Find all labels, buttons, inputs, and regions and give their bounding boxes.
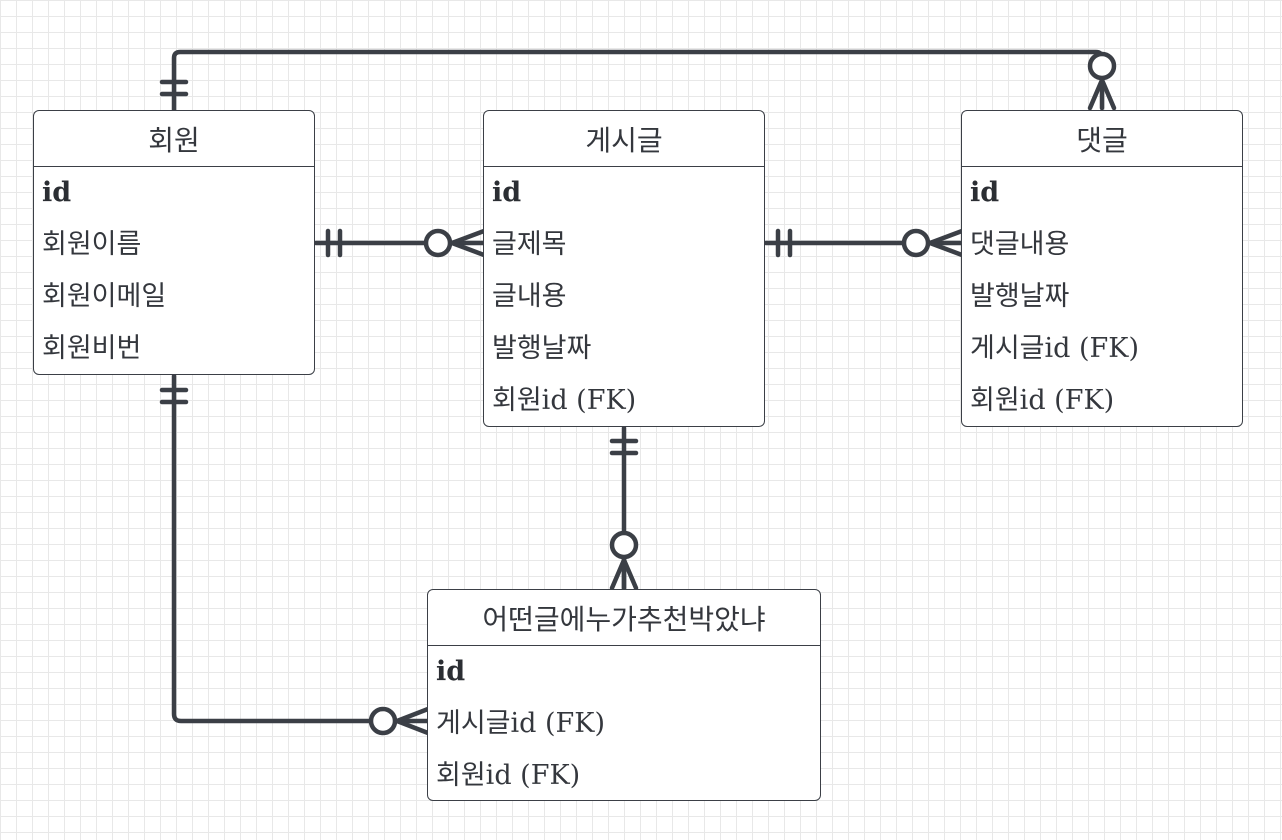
foreign-key-field: 회원id (FK) xyxy=(436,760,581,791)
relationship-member-post[interactable] xyxy=(313,228,487,258)
foreign-key-field: 회원id (FK) xyxy=(970,385,1115,416)
entity-member[interactable]: 회원 id 회원이름 회원이메일 회원비번 xyxy=(33,110,315,375)
attribute-field: 글제목 xyxy=(492,229,567,260)
primary-key-field: id xyxy=(42,177,72,208)
foreign-key-field: 회원id (FK) xyxy=(492,385,637,416)
relationship-member-comment[interactable] xyxy=(159,49,1117,113)
attribute-field: 발행날짜 xyxy=(970,281,1070,312)
entity-title: 회원 xyxy=(34,111,314,167)
entity-comment[interactable]: 댓글 id 댓글내용 발행날짜 게시글id (FK) 회원id (FK) xyxy=(961,110,1243,427)
entity-post[interactable]: 게시글 id 글제목 글내용 발행날짜 회원id (FK) xyxy=(483,110,765,427)
attribute-field: 회원이름 xyxy=(42,229,142,260)
attribute-field: 댓글내용 xyxy=(970,229,1070,260)
entity-fields: id 댓글내용 발행날짜 게시글id (FK) 회원id (FK) xyxy=(962,167,1242,427)
entity-like[interactable]: 어떤글에누가추천박았냐 id 게시글id (FK) 회원id (FK) xyxy=(427,589,821,801)
attribute-field: 발행날짜 xyxy=(492,333,592,364)
foreign-key-field: 게시글id (FK) xyxy=(970,333,1139,364)
entity-fields: id 게시글id (FK) 회원id (FK) xyxy=(428,646,820,802)
attribute-field: 회원이메일 xyxy=(42,281,167,312)
relationship-member-like[interactable] xyxy=(159,373,431,736)
primary-key-field: id xyxy=(492,177,522,208)
relationship-post-like[interactable] xyxy=(609,425,639,593)
primary-key-field: id xyxy=(970,177,1000,208)
primary-key-field: id xyxy=(436,656,466,687)
entity-title: 댓글 xyxy=(962,111,1242,167)
entity-title: 게시글 xyxy=(484,111,764,167)
attribute-field: 글내용 xyxy=(492,281,567,312)
attribute-field: 회원비번 xyxy=(42,333,142,364)
entity-fields: id 회원이름 회원이메일 회원비번 xyxy=(34,167,314,375)
entity-fields: id 글제목 글내용 발행날짜 회원id (FK) xyxy=(484,167,764,427)
foreign-key-field: 게시글id (FK) xyxy=(436,708,605,739)
relationship-post-comment[interactable] xyxy=(763,228,965,258)
entity-title: 어떤글에누가추천박았냐 xyxy=(428,590,820,646)
